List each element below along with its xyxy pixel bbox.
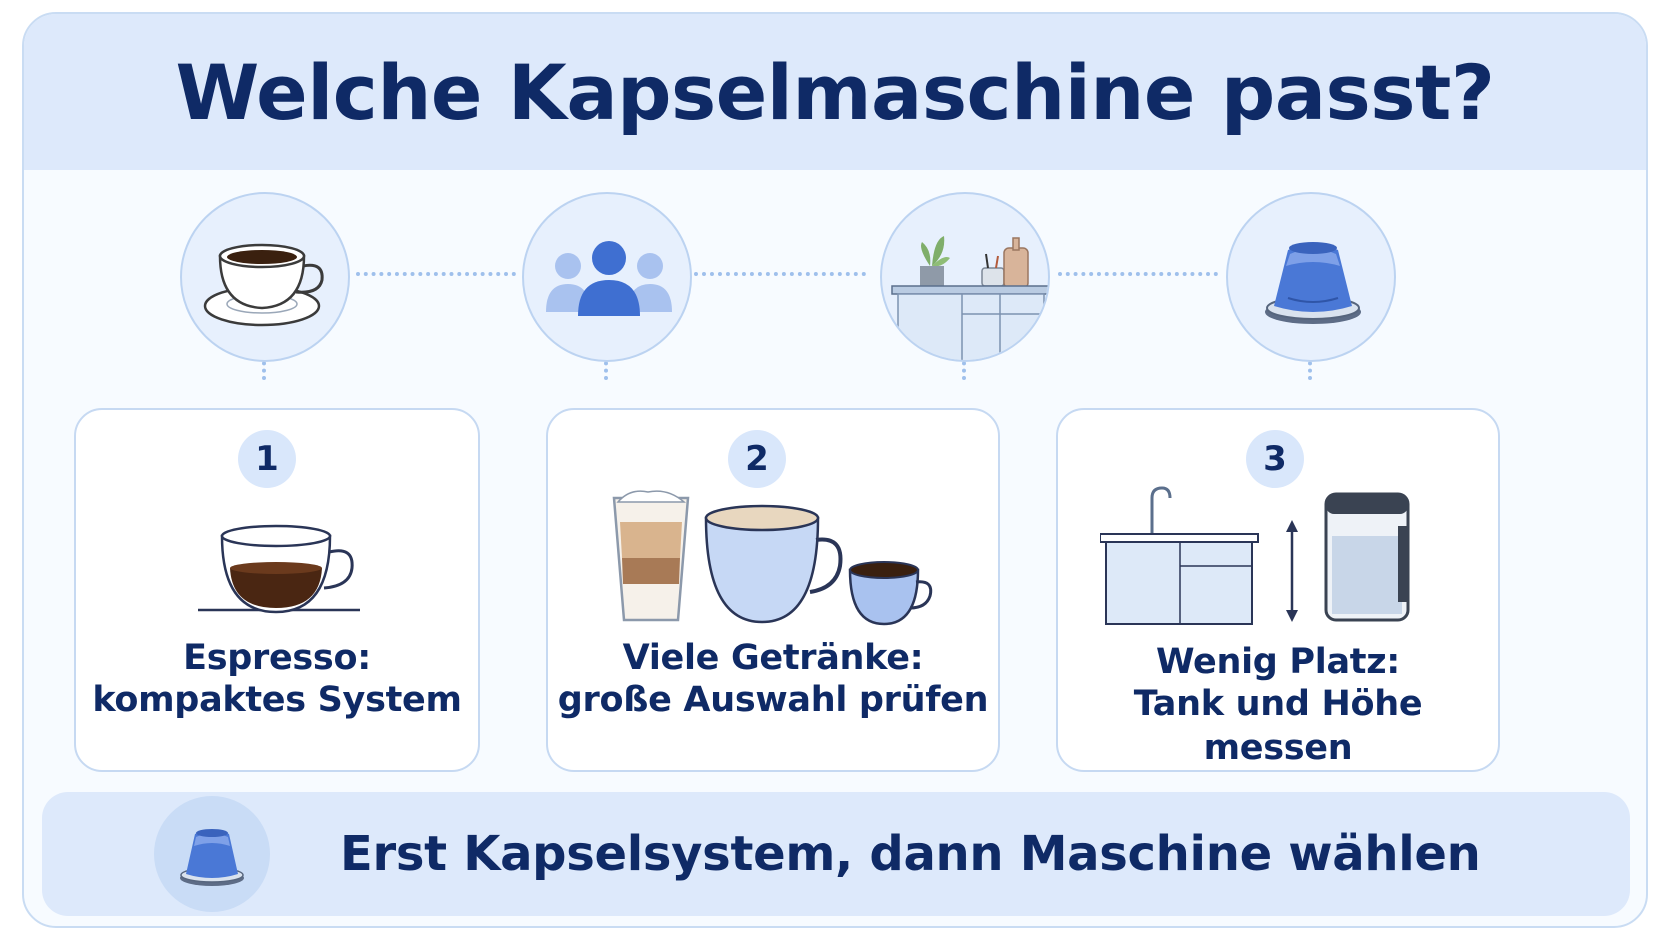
step-number-badge: 3	[1246, 430, 1304, 488]
connector-line	[262, 354, 266, 380]
connector-line	[1308, 354, 1312, 380]
connector-line	[962, 354, 966, 380]
option-card-espresso: 1 Espresso: kompaktes System	[74, 408, 480, 772]
card-caption-line2: große Auswahl prüfen	[557, 680, 989, 720]
connector-line	[356, 272, 516, 276]
connector-line	[604, 354, 608, 380]
card-caption-line2: kompaktes System	[92, 680, 462, 720]
connector-line	[694, 272, 866, 276]
footer-banner: Erst Kapselsystem, dann Maschine wählen	[42, 792, 1630, 916]
step-number-badge: 1	[238, 430, 296, 488]
header-band: Welche Kapselmaschine passt?	[24, 14, 1646, 170]
coffee-capsule-icon	[1226, 192, 1396, 362]
footer-text: Erst Kapselsystem, dann Maschine wählen	[340, 826, 1481, 882]
espresso-cup-icon	[198, 524, 360, 614]
kitchen-counter-icon	[880, 192, 1050, 362]
option-card-space: 3 Wenig Platz: Tank und Höhe messen	[1056, 408, 1500, 772]
option-card-drinks: 2 Viele Getränke: große Auswahl prüfen	[546, 408, 1000, 772]
water-tank-height-icon	[1100, 486, 1410, 625]
drinks-selection-icon	[612, 490, 933, 626]
step-number-badge: 2	[728, 430, 786, 488]
card-caption-line2: Tank und Höhe messen	[1133, 684, 1423, 768]
coffee-cup-icon	[180, 192, 350, 362]
connector-line	[1058, 272, 1218, 276]
card-caption-line1: Viele Getränke:	[622, 638, 924, 678]
group-people-icon	[522, 192, 692, 362]
card-caption-line1: Wenig Platz:	[1155, 642, 1400, 682]
card-caption-line1: Espresso:	[183, 638, 371, 678]
page-title: Welche Kapselmaschine passt?	[175, 47, 1495, 137]
infographic-frame: Welche Kapselmaschine passt?	[22, 12, 1648, 928]
coffee-capsule-icon	[154, 796, 270, 912]
